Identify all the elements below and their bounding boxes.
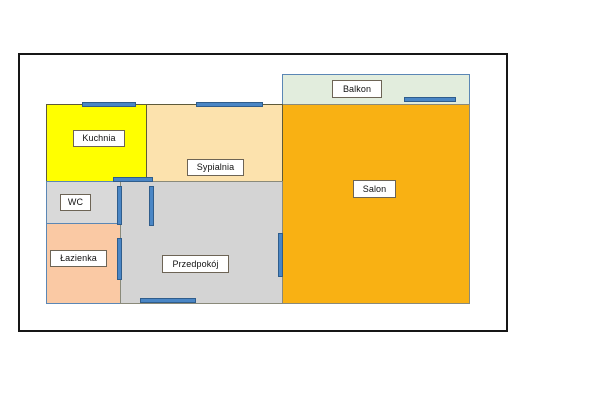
label-lazienka: Łazienka [50, 250, 107, 267]
label-przedpokoj: Przedpokój [162, 255, 229, 273]
window-balcony-icon [404, 97, 456, 102]
window-bedroom-top-icon [196, 102, 263, 107]
door-salon-icon [278, 233, 283, 277]
window-kitchen-top-icon [82, 102, 136, 107]
room-przedpokoj[interactable] [120, 181, 283, 304]
door-bedroom-icon [149, 186, 154, 226]
door-hallway-bottom-icon [140, 298, 196, 303]
room-salon[interactable] [282, 104, 470, 304]
label-balkon: Balkon [332, 80, 382, 98]
door-kitchen-icon [113, 177, 153, 182]
label-salon: Salon [353, 180, 396, 198]
label-kuchnia: Kuchnia [73, 130, 125, 147]
label-wc: WC [60, 194, 91, 211]
label-sypialnia: Sypialnia [187, 159, 244, 176]
door-bathroom-icon [117, 238, 122, 280]
plan-outer-frame: Kuchnia WC Łazienka Przedpokój Sypialnia… [18, 53, 508, 332]
door-wc-icon [117, 186, 122, 225]
